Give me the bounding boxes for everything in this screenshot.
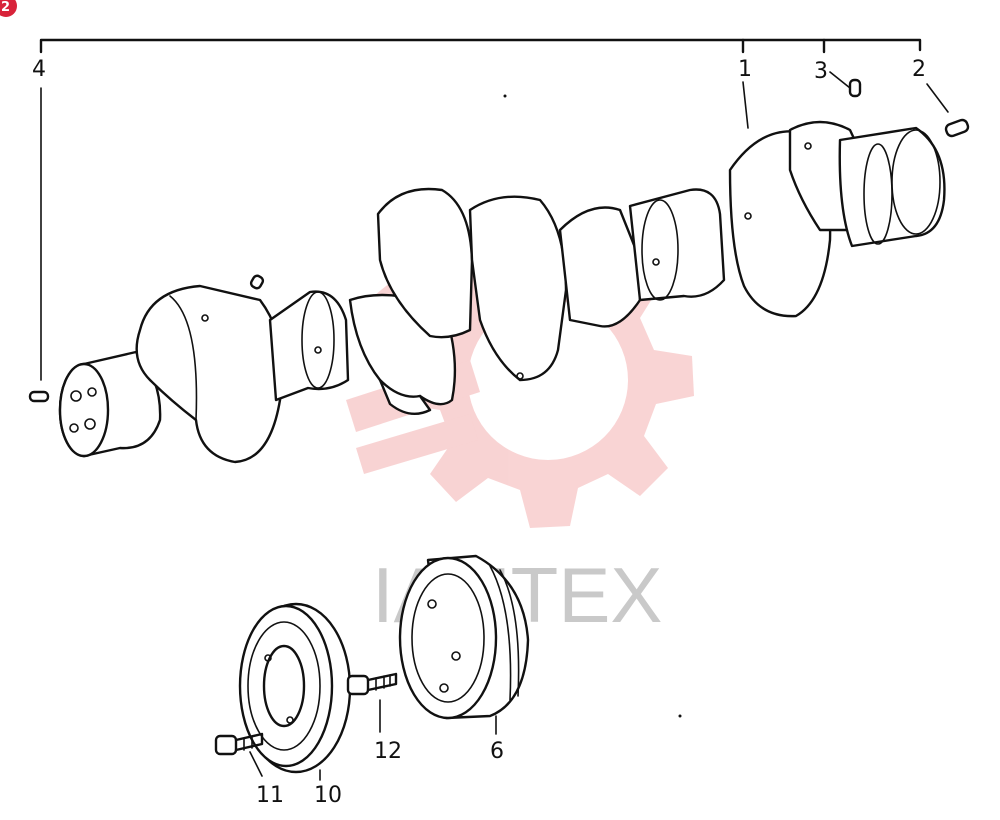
part-label-11: 11 (256, 783, 284, 808)
part-label-6: 6 (490, 739, 504, 764)
leaders-bottom (249, 699, 497, 781)
bolt-11 (214, 732, 264, 756)
page-badge: 2 (0, 0, 17, 17)
stray-dot (503, 94, 507, 98)
pin-4 (28, 390, 50, 403)
part-label-2: 2 (912, 57, 926, 82)
bolt-12 (346, 672, 398, 696)
vibration-damper-6 (398, 554, 530, 720)
part-label-1: 1 (738, 57, 752, 82)
crank-web-front (135, 284, 284, 464)
key-3 (848, 78, 862, 98)
part-label-3: 3 (814, 59, 828, 84)
crank-counterweight-center (376, 187, 474, 339)
crank-pulley-10 (238, 602, 352, 774)
page-badge-text: 2 (1, 0, 10, 15)
leader-bracket (39, 38, 949, 381)
crankshaft (58, 120, 946, 464)
small-plug (249, 274, 265, 290)
stray-dot (678, 714, 682, 718)
dowel-pin-2 (944, 118, 970, 138)
part-label-4: 4 (32, 57, 46, 82)
part-label-12: 12 (374, 739, 402, 764)
part-label-10: 10 (314, 783, 342, 808)
